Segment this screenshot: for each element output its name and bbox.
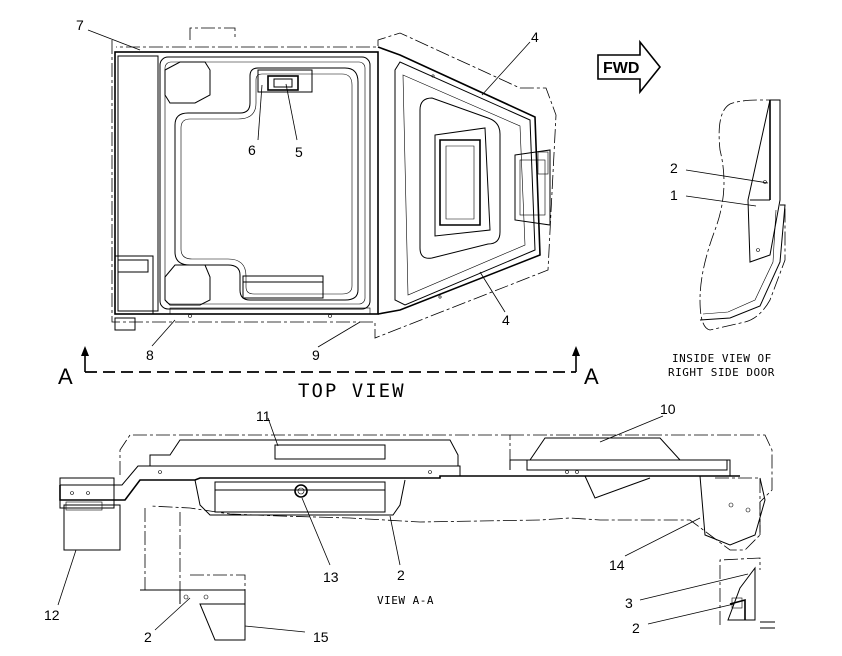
callout-2: 2: [397, 567, 405, 583]
callout-5: 5: [295, 144, 303, 160]
view-a-a-drawing: [59, 434, 773, 641]
fwd-arrow-icon: [597, 39, 662, 95]
callout-4-upper: 4: [531, 29, 539, 45]
callout-14: 14: [609, 557, 625, 573]
view-a-a-title: VIEW A-A: [377, 594, 434, 607]
top-view-drawing: [111, 27, 557, 339]
callout-3: 3: [625, 595, 633, 611]
section-line-a-a: [81, 346, 580, 373]
callout-2-lower: 2: [144, 629, 152, 645]
callout-11: 11: [256, 408, 271, 424]
callout-7: 7: [76, 17, 84, 33]
fwd-label: FWD: [603, 60, 639, 77]
callout-detail-2: 2: [632, 620, 640, 636]
door-caption-line1: INSIDE VIEW OF: [672, 352, 772, 365]
callout-13: 13: [323, 569, 339, 585]
callout-9: 9: [312, 347, 320, 363]
leader-lines: [57, 29, 769, 633]
right-side-door-drawing: [699, 99, 786, 331]
section-label-right: A: [584, 364, 599, 389]
callout-6: 6: [248, 142, 256, 158]
top-view-title: TOP VIEW: [298, 380, 406, 402]
callout-4-lower: 4: [502, 312, 510, 328]
door-caption-line2: RIGHT SIDE DOOR: [668, 366, 775, 379]
callout-door-2: 2: [670, 160, 678, 176]
callout-8: 8: [146, 347, 154, 363]
callout-10: 10: [660, 401, 676, 417]
callout-12: 12: [44, 607, 60, 623]
view-labels: FWD A A TOP VIEW INSIDE VIEW OF RIGHT SI…: [58, 60, 775, 607]
section-label-left: A: [58, 364, 73, 389]
detail-view-latch: [719, 557, 775, 629]
callout-door-1: 1: [670, 187, 678, 203]
callout-15: 15: [313, 629, 329, 645]
callout-numbers: 7 4 6 5 4 8 9 2 1 11 10 13 2 14 12 2 15 …: [44, 17, 678, 645]
